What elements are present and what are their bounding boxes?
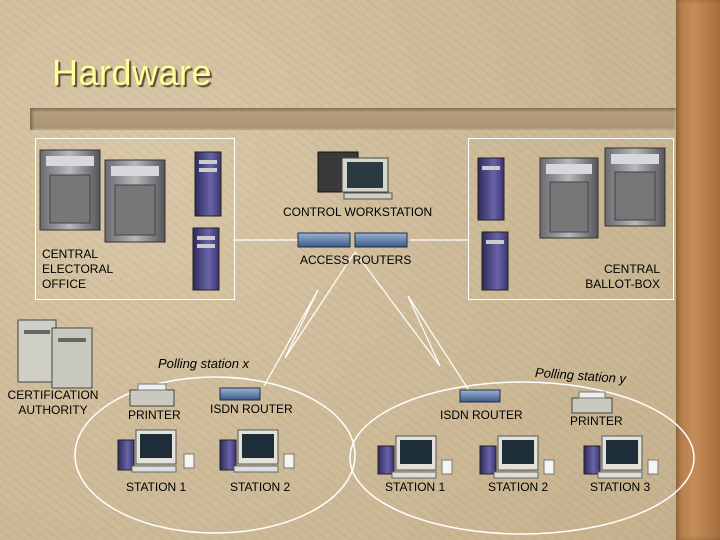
polling-station-x-label: Polling station x <box>158 356 250 371</box>
link-routers-to-polling-x <box>263 251 356 387</box>
isdn-router-label: ISDN ROUTER <box>210 402 293 416</box>
printer-label: PRINTER <box>128 408 181 422</box>
workstation-icon <box>117 429 195 473</box>
tower-pc-icon <box>477 157 505 221</box>
server-icon <box>39 149 101 231</box>
printer-label: PRINTER <box>570 414 623 428</box>
label-line: AUTHORITY <box>18 403 88 417</box>
link-routers-to-polling-y <box>354 251 471 393</box>
central-ballot-box-label: CENTRAL BALLOT-BOX <box>582 262 660 292</box>
station-label: STATION 2 <box>488 480 549 494</box>
polling-station-y-ellipse <box>349 381 695 535</box>
isdn-router-icon <box>219 387 261 401</box>
router-icon <box>297 232 408 248</box>
label-line: BALLOT-BOX <box>585 277 660 291</box>
tower-pc-icon <box>481 231 509 291</box>
label-line: CENTRAL <box>42 247 99 261</box>
workstation-icon <box>377 435 453 479</box>
certification-authority-label: CERTIFICATION AUTHORITY <box>6 388 100 418</box>
station-label: STATION 3 <box>590 480 651 494</box>
station-label: STATION 1 <box>385 480 446 494</box>
central-electoral-office-box <box>35 138 235 300</box>
printer-icon <box>571 391 613 414</box>
workstation-icon <box>219 429 295 473</box>
certification-server-icon <box>17 319 93 389</box>
label-line: OFFICE <box>42 277 86 291</box>
label-line: ELECTORAL <box>42 262 114 276</box>
server-icon <box>104 159 166 243</box>
control-workstation-label: CONTROL WORKSTATION <box>283 205 433 219</box>
connection-lines <box>233 239 471 393</box>
station-label: STATION 1 <box>126 480 187 494</box>
label-line: CERTIFICATION <box>7 388 99 402</box>
printer-icon <box>129 383 175 407</box>
isdn-router-icon <box>459 389 501 403</box>
workstation-icon <box>479 435 555 479</box>
polling-station-x-ellipse <box>74 376 356 534</box>
station-label: STATION 2 <box>230 480 291 494</box>
tower-pc-icon <box>192 227 220 291</box>
server-icon <box>604 147 666 227</box>
slide-title: Hardware <box>52 52 213 93</box>
workstation-icon <box>583 435 659 479</box>
isdn-router-label: ISDN ROUTER <box>440 408 523 422</box>
label-line: CENTRAL <box>603 262 660 276</box>
access-routers-label: ACCESS ROUTERS <box>300 253 412 267</box>
control-workstation-icon <box>317 151 393 200</box>
right-border <box>676 0 720 540</box>
central-ballot-box-box <box>468 138 674 300</box>
title-bar <box>30 108 676 130</box>
tower-pc-icon <box>194 151 222 217</box>
server-icon <box>539 157 599 239</box>
central-electoral-office-label: CENTRAL ELECTORAL OFFICE <box>42 247 113 292</box>
